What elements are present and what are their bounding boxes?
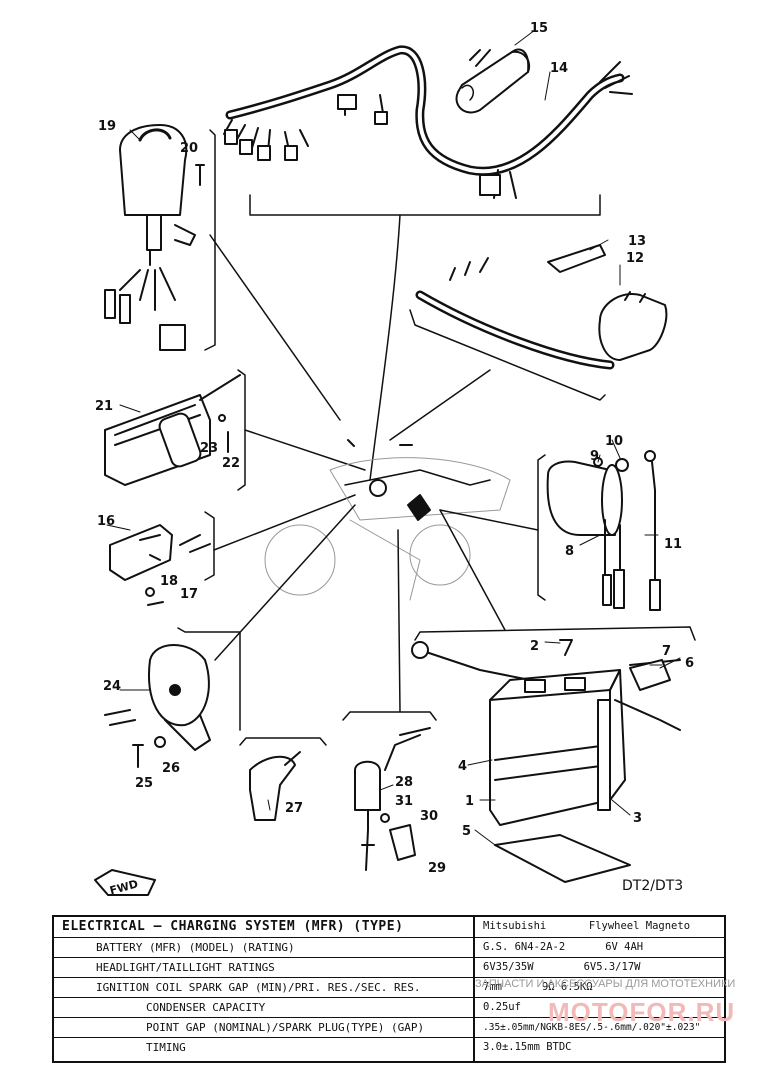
rectifier-assembly: [546, 450, 661, 611]
callout-29: 29: [428, 861, 446, 876]
neutral-switch: [354, 727, 431, 871]
horn: [104, 644, 211, 768]
spec-value: 9Ω 6.5KΩ: [541, 981, 593, 993]
callout-18: 18: [160, 574, 178, 589]
callout-25: 25: [135, 776, 153, 791]
spec-row: CONDENSER CAPACITY 0.25uf: [54, 997, 724, 1017]
spec-value: 6V 4AH: [605, 941, 644, 953]
model-label: DT2/DT3: [622, 878, 683, 894]
charging-mfr: Mitsubishi: [483, 920, 547, 932]
main-switch: [104, 124, 196, 351]
callout-6: 6: [685, 656, 694, 671]
spec-row: BATTERY (MFR) (MODEL) (RATING) G.S. 6N4-…: [54, 937, 724, 957]
callout-17: 17: [180, 587, 198, 602]
callout-2: 2: [530, 639, 539, 654]
callout-26: 26: [162, 761, 180, 776]
callout-9: 9: [590, 449, 599, 464]
callout-7: 7: [662, 644, 671, 659]
callout-4: 4: [458, 759, 467, 774]
watermark-logo: MOTOFOR.RU: [548, 997, 736, 1027]
callout-28: 28: [395, 775, 413, 790]
handlebar-switch: [415, 244, 668, 370]
spec-value: 3.0±.15mm BTDC: [483, 1041, 572, 1053]
battery: [411, 639, 681, 883]
spec-row: IGNITION COIL SPARK GAP (MIN)/PRI. RES./…: [54, 977, 724, 997]
callout-30: 30: [420, 809, 438, 824]
spec-label: IGNITION COIL SPARK GAP (MIN)/PRI. RES./…: [54, 978, 475, 997]
callout-5: 5: [462, 824, 471, 839]
condenser-can: [455, 48, 531, 114]
callout-11: 11: [664, 537, 682, 552]
spec-value: 6V5.3/17W: [583, 961, 641, 973]
spec-header-row: ELECTRICAL – CHARGING SYSTEM (MFR) (TYPE…: [54, 917, 724, 937]
electrical-spec-table: ELECTRICAL – CHARGING SYSTEM (MFR) (TYPE…: [52, 915, 726, 1063]
spec-value: 6V35/35W: [483, 961, 534, 973]
callout-20: 20: [180, 141, 198, 156]
spec-value: 0.25uf: [483, 1001, 521, 1013]
callout-12: 12: [626, 251, 644, 266]
callout-16: 16: [97, 514, 115, 529]
spec-label: POINT GAP (NOMINAL)/SPARK PLUG(TYPE) (GA…: [54, 1018, 475, 1037]
spec-row: TIMING 3.0±.15mm BTDC: [54, 1037, 724, 1061]
spec-label: BATTERY (MFR) (MODEL) (RATING): [54, 938, 475, 957]
mounting-bracket: [109, 524, 211, 606]
spec-label: TIMING: [54, 1038, 475, 1061]
callout-27: 27: [285, 801, 303, 816]
callout-23: 23: [200, 441, 218, 456]
spec-row: POINT GAP (NOMINAL)/SPARK PLUG(TYPE) (GA…: [54, 1017, 724, 1037]
ignition-coil: [104, 374, 241, 486]
callout-8: 8: [565, 544, 574, 559]
watermark-text: ЗАПЧАСТИ И АКСЕССУАРЫ ДЛЯ МОТОТЕХНИКИ: [475, 978, 736, 990]
wire-harness: [223, 45, 633, 199]
callout-10: 10: [605, 434, 623, 449]
screw-20: [195, 164, 205, 186]
callout-1: 1: [465, 794, 474, 809]
exploded-electrical-diagram: 15 14 19 20 13 12 21 23 22 10 9 8 11 16 …: [94, 21, 696, 897]
callout-31: 31: [395, 794, 413, 809]
callout-15: 15: [530, 21, 548, 36]
callout-21: 21: [95, 399, 113, 414]
spec-label: HEADLIGHT/TAILLIGHT RATINGS: [54, 958, 475, 977]
frame-outline: [264, 457, 511, 601]
spec-header-left: ELECTRICAL – CHARGING SYSTEM (MFR) (TYPE…: [62, 919, 404, 934]
spec-value: G.S. 6N4-2A-2: [483, 941, 566, 953]
spec-value: .35±.05mm/NGKB-8ES/.5-.6mm/.020"±.023": [483, 1022, 701, 1033]
spec-value: 7mm: [483, 981, 502, 993]
callout-13: 13: [628, 234, 646, 249]
callout-22: 22: [222, 456, 240, 471]
callout-19: 19: [98, 119, 116, 134]
fwd-arrow: [94, 869, 156, 896]
spark-plug-cap: [249, 751, 301, 821]
callout-3: 3: [633, 811, 642, 826]
spec-row: HEADLIGHT/TAILLIGHT RATINGS 6V35/35W 6V5.…: [54, 957, 724, 977]
charging-type: Flywheel Magneto: [588, 920, 691, 932]
spec-label: CONDENSER CAPACITY: [54, 998, 475, 1017]
callout-14: 14: [550, 61, 568, 76]
callout-24: 24: [103, 679, 121, 694]
